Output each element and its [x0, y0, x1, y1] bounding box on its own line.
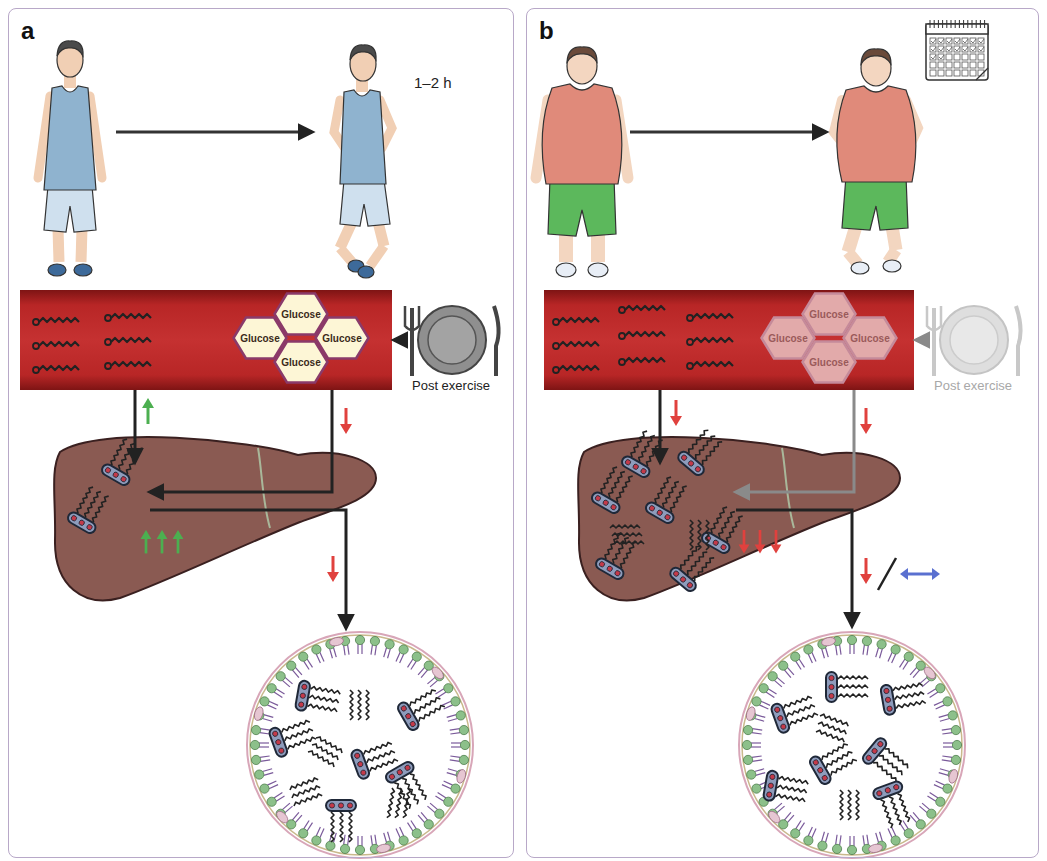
hexagon-outline — [844, 318, 897, 359]
hexagon-outline — [803, 342, 856, 383]
hexagon-outline — [275, 342, 328, 383]
panel-letter: b — [539, 17, 554, 45]
glucose-label: Glucose — [281, 309, 320, 320]
glucose-label: Glucose — [809, 309, 848, 320]
duration-label: 1–2 h — [414, 74, 452, 91]
meal-label-greyed: Post exercise — [934, 378, 1012, 393]
hexagon-outline — [316, 318, 369, 359]
glucose-label: Glucose — [768, 333, 807, 344]
glucose-label: Glucose — [850, 333, 889, 344]
hexagon-outline — [275, 294, 328, 335]
panel-letter: a — [21, 17, 34, 45]
meal-label: Post exercise — [412, 378, 490, 393]
panel-box: aGlucoseGlucoseGlucoseGlucose — [8, 8, 514, 858]
panel-box: bGlucoseGlucoseGlucoseGlucose — [526, 8, 1039, 858]
glucose-label: Glucose — [322, 333, 361, 344]
glucose-hexagon: Glucose — [273, 340, 329, 384]
glucose-hexagon: Glucose — [801, 340, 857, 384]
glucose-label: Glucose — [240, 333, 279, 344]
hexagon-outline — [762, 318, 815, 359]
hexagon-outline — [803, 294, 856, 335]
glucose-label: Glucose — [809, 357, 848, 368]
hexagon-outline — [234, 318, 287, 359]
glucose-label: Glucose — [281, 357, 320, 368]
